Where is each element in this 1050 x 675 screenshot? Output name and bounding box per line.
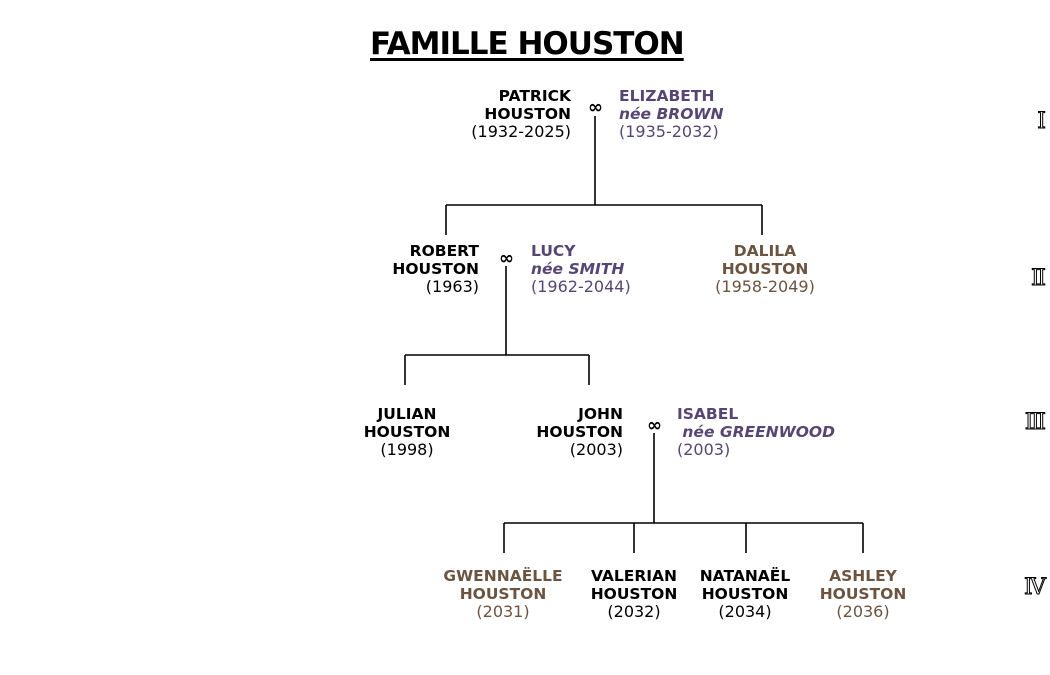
dates: (1932-2025) (471, 122, 571, 141)
maiden-name: née GREENWOOD (677, 423, 835, 441)
person-julian: JULIAN HOUSTON (1998) (347, 405, 467, 459)
person-valerian: VALERIAN HOUSTON (2032) (579, 567, 689, 621)
first-name: VALERIAN (590, 567, 678, 585)
first-name: JULIAN (377, 405, 437, 423)
person-natanael: NATANAËL HOUSTON (2034) (690, 567, 800, 621)
person-robert: ROBERT HOUSTON (1963) (360, 242, 479, 296)
dates: (1935-2032) (619, 122, 719, 141)
first-name: ROBERT (409, 242, 479, 260)
person-ashley: ASHLEY HOUSTON (2036) (808, 567, 918, 621)
first-name: PATRICK (498, 87, 571, 105)
last-name: HOUSTON (590, 585, 678, 603)
dates: (1958-2049) (715, 277, 815, 296)
marriage-symbol: ∞ (588, 97, 603, 118)
dates: (1963) (425, 277, 479, 296)
first-name: GWENNAËLLE (443, 567, 563, 585)
page-title: FAMILLE HOUSTON (370, 26, 685, 62)
maiden-name: née BROWN (619, 105, 724, 123)
dates: (2032) (607, 602, 661, 621)
last-name: HOUSTON (459, 585, 547, 603)
first-name: DALILA (733, 242, 797, 260)
person-dalila: DALILA HOUSTON (1958-2049) (700, 242, 830, 296)
first-name: JOHN (578, 405, 623, 423)
dates: (2031) (476, 602, 530, 621)
marriage-symbol: ∞ (647, 415, 662, 436)
person-elizabeth: ELIZABETH née BROWN (1935-2032) (619, 87, 769, 141)
generation-label-3: Ⅲ (1024, 410, 1046, 436)
last-name: HOUSTON (536, 423, 623, 441)
generation-label-1: Ⅰ (1037, 109, 1047, 135)
dates: (2003) (569, 440, 623, 459)
last-name: HOUSTON (701, 585, 789, 603)
first-name: ELIZABETH (619, 87, 715, 105)
generation-label-2: Ⅱ (1031, 266, 1047, 292)
person-john: JOHN HOUSTON (2003) (503, 405, 623, 459)
generation-label-4: Ⅳ (1024, 575, 1047, 601)
dates: (2036) (836, 602, 890, 621)
last-name: HOUSTON (363, 423, 451, 441)
last-name: HOUSTON (484, 105, 571, 123)
dates: (1962-2044) (531, 277, 631, 296)
first-name: ASHLEY (829, 567, 897, 585)
last-name: HOUSTON (721, 260, 809, 278)
dates: (2034) (718, 602, 772, 621)
maiden-name: née SMITH (531, 260, 625, 278)
dates: (1998) (380, 440, 434, 459)
marriage-symbol: ∞ (499, 248, 514, 269)
first-name: NATANAËL (699, 567, 791, 585)
person-lucy: LUCY née SMITH (1962-2044) (531, 242, 661, 296)
dates: (2003) (677, 440, 731, 459)
last-name: HOUSTON (819, 585, 907, 603)
last-name: HOUSTON (392, 260, 479, 278)
person-isabel: ISABEL née GREENWOOD (2003) (677, 405, 847, 459)
person-patrick: PATRICK HOUSTON (1932-2025) (440, 87, 571, 141)
first-name: ISABEL (677, 405, 739, 423)
person-gwennaelle: GWENNAËLLE HOUSTON (2031) (438, 567, 568, 621)
first-name: LUCY (531, 242, 576, 260)
